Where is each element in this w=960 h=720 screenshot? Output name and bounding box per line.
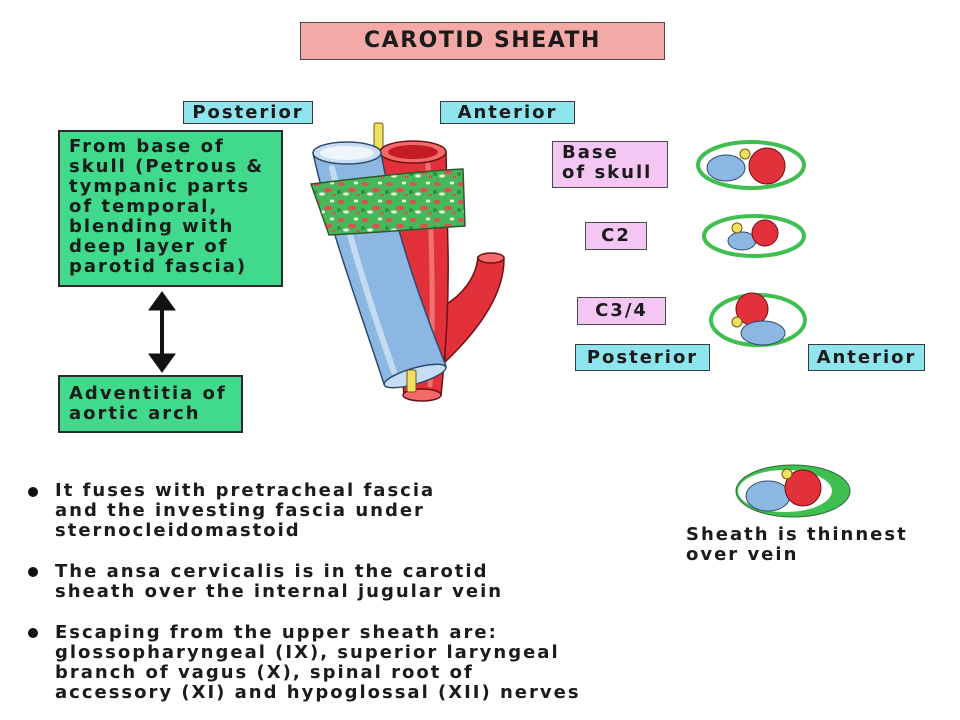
caption-line: Sheath is thinnest bbox=[686, 524, 908, 545]
cross-section-base-of-skull bbox=[696, 140, 806, 190]
nerve-lower-end bbox=[406, 369, 417, 393]
bullet-line: sternocleidomastoid bbox=[55, 520, 301, 541]
sheath-band bbox=[309, 168, 466, 236]
cross-section-thickness bbox=[735, 464, 851, 518]
level-label-base-of-skull: Base of skull bbox=[552, 141, 668, 188]
artery-branch-end bbox=[477, 252, 505, 264]
double-arrow-icon bbox=[148, 291, 176, 373]
thickness-caption: Sheath is thinnest over vein bbox=[686, 525, 908, 565]
bullet-line: branch of vagus (X), spinal root of bbox=[55, 662, 474, 683]
label-posterior-bottom: Posterior bbox=[575, 344, 710, 371]
bullet-line: The ansa cervicalis is in the carotid bbox=[55, 561, 489, 582]
artery-lumen bbox=[388, 145, 438, 159]
artery-section bbox=[751, 219, 779, 247]
bullet-line: It fuses with pretracheal fascia bbox=[55, 480, 436, 501]
bullet-line: sheath over the internal jugular vein bbox=[55, 581, 504, 602]
bullet-line: Escaping from the upper sheath are: bbox=[55, 622, 498, 643]
cross-section-c2 bbox=[702, 214, 806, 258]
artery-section bbox=[784, 469, 822, 507]
insertion-box: Adventitia of aortic arch bbox=[58, 375, 243, 433]
artery-section bbox=[748, 147, 786, 185]
origin-line: parotid fascia) bbox=[69, 256, 248, 277]
vein-section bbox=[740, 320, 786, 346]
insertion-line: Adventitia of bbox=[69, 383, 227, 404]
nerve-section bbox=[781, 468, 793, 480]
nerve-section bbox=[731, 222, 743, 234]
vein-section bbox=[745, 480, 791, 512]
arrow-head-up bbox=[148, 291, 176, 311]
origin-line: From base of bbox=[69, 136, 225, 157]
caption-line: over vein bbox=[686, 544, 799, 565]
origin-line: skull (Petrous & bbox=[69, 156, 265, 177]
label-posterior-top: Posterior bbox=[183, 101, 313, 124]
bullet-item: The ansa cervicalis is in the carotid sh… bbox=[55, 562, 503, 602]
arrow-head-down bbox=[148, 353, 176, 373]
level-label-c2: C2 bbox=[585, 222, 647, 250]
nerve-section bbox=[731, 316, 743, 328]
origin-line: blending with bbox=[69, 216, 235, 237]
origin-box: From base of skull (Petrous & tympanic p… bbox=[58, 130, 283, 287]
cross-section-c3-4 bbox=[709, 292, 807, 347]
vein-lumen bbox=[320, 146, 374, 160]
insertion-line: aortic arch bbox=[69, 403, 201, 424]
bullet-item: It fuses with pretracheal fascia and the… bbox=[55, 481, 435, 541]
origin-line: deep layer of bbox=[69, 236, 229, 257]
artery-branch bbox=[444, 256, 505, 364]
origin-line: of temporal, bbox=[69, 196, 219, 217]
bullet-dot-icon bbox=[28, 487, 38, 497]
level-label-c3-4: C3/4 bbox=[577, 297, 666, 325]
origin-line: tympanic parts bbox=[69, 176, 251, 197]
bullet-line: and the investing fascia under bbox=[55, 500, 425, 521]
bullet-dot-icon bbox=[28, 628, 38, 638]
label-anterior-top: Anterior bbox=[440, 101, 575, 124]
bullet-item: Escaping from the upper sheath are: glos… bbox=[55, 623, 581, 703]
level-line: Base bbox=[562, 142, 619, 163]
label-anterior-bottom: Anterior bbox=[808, 344, 925, 371]
level-line: of skull bbox=[562, 162, 653, 183]
nerve-section bbox=[739, 148, 751, 160]
bullet-line: glossopharyngeal (IX), superior laryngea… bbox=[55, 642, 560, 663]
bullet-line: accessory (XI) and hypoglossal (XII) ner… bbox=[55, 682, 581, 703]
carotid-sheath-illustration bbox=[309, 122, 505, 402]
bullet-dot-icon bbox=[28, 567, 38, 577]
vein-section bbox=[706, 154, 746, 182]
page-title: CAROTID SHEATH bbox=[300, 22, 665, 60]
